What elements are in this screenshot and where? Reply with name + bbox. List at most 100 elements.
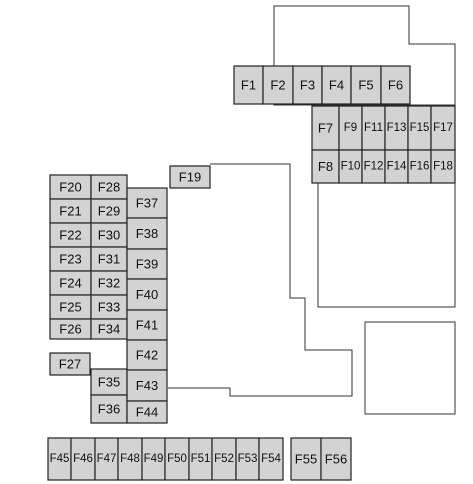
- fuse-slot: [90, 294, 128, 320]
- fuse-slot: [211, 437, 237, 481]
- fuse-f39: F39: [126, 248, 168, 280]
- fuse-label: F53: [238, 453, 258, 465]
- fuse-slot: [380, 65, 411, 105]
- upper-right-housing-outline: [273, 5, 456, 106]
- fuse-label: F33: [98, 300, 120, 315]
- fuse-label: F44: [136, 405, 158, 420]
- fuse-f1: F1: [233, 65, 264, 105]
- fuse-label: F30: [98, 228, 120, 243]
- fuse-f56: F56: [320, 437, 352, 481]
- fuse-label: F19: [179, 170, 201, 185]
- fuse-f29: F29: [90, 198, 128, 224]
- fuse-label: F45: [50, 453, 70, 465]
- fuse-slot: [290, 437, 322, 481]
- fuse-f46: F46: [70, 437, 96, 481]
- fuse-label: F21: [59, 204, 81, 219]
- fuse-f44: F44: [126, 400, 168, 424]
- fuse-slot: [90, 222, 128, 248]
- relay-box-outline: [364, 321, 456, 415]
- fuse-label: F39: [136, 257, 158, 272]
- fuse-label: F7: [318, 121, 333, 136]
- fuse-slot: [169, 165, 211, 189]
- fuse-f14: F14: [384, 149, 409, 184]
- fuse-f40: F40: [126, 278, 168, 311]
- fuse-f49: F49: [141, 437, 166, 481]
- fuse-slot: [126, 309, 168, 341]
- fuse-f8: F8: [311, 149, 340, 184]
- fuse-label: F42: [136, 348, 158, 363]
- center-housing-outline: [168, 163, 353, 397]
- fuse-slot: [311, 149, 340, 184]
- fuse-f51: F51: [188, 437, 213, 481]
- fuse-label: F49: [144, 453, 164, 465]
- fuse-slot: [320, 437, 352, 481]
- fuse-f27: F27: [49, 352, 91, 376]
- fuse-f33: F33: [90, 294, 128, 320]
- fuse-label: F13: [387, 122, 407, 134]
- fuse-f5: F5: [350, 65, 382, 105]
- fuse-f47: F47: [94, 437, 119, 481]
- fuse-slot: [126, 217, 168, 250]
- fuse-slot: [233, 65, 264, 105]
- fuse-f18: F18: [430, 149, 456, 184]
- fuse-slot: [292, 65, 323, 105]
- fuse-slot: [49, 198, 92, 224]
- fuse-f35: F35: [90, 368, 128, 396]
- fuse-slot: [126, 400, 168, 424]
- fuse-label: F4: [329, 78, 344, 93]
- fuse-label: F14: [387, 161, 407, 173]
- fuse-label: F35: [98, 375, 120, 390]
- fuse-label: F20: [59, 180, 81, 195]
- fuse-label: F43: [136, 378, 158, 393]
- fuse-label: F9: [344, 122, 357, 134]
- fuse-f21: F21: [49, 198, 92, 224]
- fuse-label: F50: [167, 453, 187, 465]
- fuse-f20: F20: [49, 174, 92, 200]
- fuse-label: F15: [410, 122, 430, 134]
- fuse-label: F27: [59, 357, 81, 372]
- fuse-slot: [321, 65, 352, 105]
- fuse-label: F10: [341, 161, 361, 173]
- fuse-label: F34: [98, 322, 120, 337]
- fuse-f10: F10: [338, 149, 363, 184]
- fuse-f2: F2: [262, 65, 294, 105]
- fuse-f30: F30: [90, 222, 128, 248]
- fuse-label: F29: [98, 204, 120, 219]
- fuse-f50: F50: [164, 437, 190, 481]
- fuse-slot: [258, 437, 284, 481]
- fuse-label: F41: [136, 318, 158, 333]
- fuse-slot: [49, 222, 92, 248]
- fuse-f22: F22: [49, 222, 92, 248]
- fuse-label: F40: [136, 287, 158, 302]
- fuse-label: F5: [358, 78, 373, 93]
- fuse-label: F16: [410, 161, 430, 173]
- fuse-label: F37: [136, 196, 158, 211]
- right-block-housing-outline: [317, 104, 456, 308]
- fuse-f36: F36: [90, 394, 128, 424]
- fuse-f16: F16: [407, 149, 432, 184]
- fuse-f41: F41: [126, 309, 168, 341]
- fuse-f42: F42: [126, 339, 168, 371]
- fuse-label: F25: [59, 300, 81, 315]
- fuse-f23: F23: [49, 246, 92, 272]
- fuse-label: F36: [98, 402, 120, 417]
- fuse-f4: F4: [321, 65, 352, 105]
- fuse-f25: F25: [49, 294, 92, 320]
- fuse-f38: F38: [126, 217, 168, 250]
- fuse-f54: F54: [258, 437, 284, 481]
- fuse-f31: F31: [90, 246, 128, 272]
- fuse-label: F38: [136, 226, 158, 241]
- fuse-slot: [117, 437, 143, 481]
- fuse-f55: F55: [290, 437, 322, 481]
- fuse-f7: F7: [311, 105, 340, 151]
- fuse-label: F11: [364, 122, 383, 134]
- fuse-label: F17: [433, 122, 453, 134]
- fuse-f43: F43: [126, 369, 168, 402]
- fuse-f53: F53: [235, 437, 260, 481]
- fuse-f34: F34: [90, 318, 128, 340]
- fuse-label: F47: [97, 453, 117, 465]
- fuse-label: F26: [59, 322, 81, 337]
- fuse-label: F6: [388, 78, 403, 93]
